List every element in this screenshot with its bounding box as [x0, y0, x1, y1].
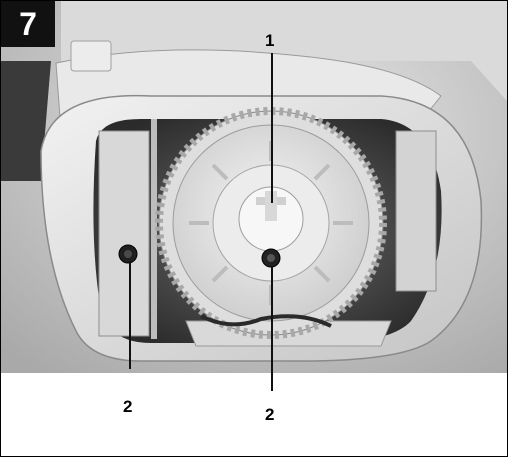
- callout-label-2-left: 2: [123, 397, 133, 416]
- callout-label-1: 1: [265, 31, 275, 50]
- device-photo: [1, 1, 507, 373]
- figure-number-badge: 7: [1, 1, 55, 47]
- gearbox-photo-illustration: [1, 1, 507, 373]
- figure-number: 7: [19, 5, 37, 42]
- gear: [155, 107, 387, 339]
- callout-label-2-right: 2: [265, 405, 275, 424]
- callout-leader-2-right: [271, 266, 273, 391]
- callout-leader-2-left: [129, 261, 131, 369]
- callout-leader-1: [271, 53, 273, 203]
